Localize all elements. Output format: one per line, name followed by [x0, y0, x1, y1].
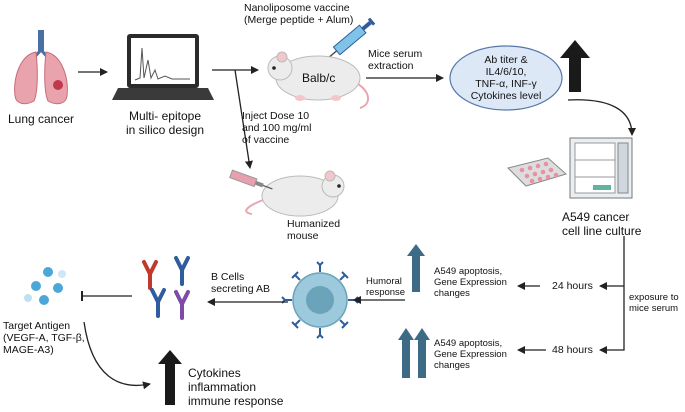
humoral-response-label: Humoral response: [366, 276, 406, 298]
exposure-label: exposure to mice serum: [629, 292, 679, 314]
connectors: [78, 66, 636, 390]
apoptosis-48h-label: A549 apoptosis, Gene Expression changes: [434, 338, 507, 371]
increase-arrow-icon: [560, 40, 590, 92]
antigen-icon: [24, 267, 66, 305]
antibodies-icon: [142, 256, 190, 320]
lungs-icon: [14, 30, 68, 105]
target-antigen-label: Target Antigen (VEGF-A, TGF-β, MAGE-A3): [3, 320, 85, 356]
laptop-icon: [112, 34, 214, 100]
b-cells-label: B Cells secreting AB: [211, 271, 270, 295]
cytokines-up-arrow-icon: [158, 350, 182, 405]
apoptosis-24h-label: A549 apoptosis, Gene Expression changes: [434, 266, 507, 299]
inject-dose-label: Inject Dose 10 and 100 mg/ml of vaccine: [242, 110, 312, 146]
mouse-icon: [267, 51, 369, 109]
design-label: Multi- epitope in silico design: [125, 109, 205, 137]
24-hours-label: 24 hours: [552, 280, 593, 292]
humanized-mouse-icon: [229, 169, 345, 217]
48-hours-label: 48 hours: [552, 344, 593, 356]
cytokine-level-ellipse: [449, 45, 563, 111]
lung-cancer-label: Lung cancer: [7, 112, 75, 126]
cytokines-label: Cytokines inflammation immune response: [188, 366, 284, 408]
well-plate-icon: [507, 157, 568, 187]
ab-titer-label: Ab titer & IL4/6/10, TNF-α, INF-γ Cytoki…: [470, 54, 542, 102]
serum-extraction-label: Mice serum extraction: [368, 48, 423, 72]
humanized-mouse-label: Humanized mouse: [287, 218, 341, 242]
apoptosis-48h-arrow-right-icon: [414, 328, 430, 378]
apoptosis-24h-arrow-icon: [407, 244, 425, 292]
apoptosis-48h-arrow-left-icon: [398, 328, 414, 378]
a549-culture-label: A549 cancer cell line culture: [562, 210, 642, 238]
b-cell-icon: [281, 261, 359, 339]
vaccine-label: Nanoliposome vaccine (Merge peptide + Al…: [244, 2, 354, 26]
balbc-label: Balb/c: [302, 71, 336, 85]
incubator-icon: [569, 137, 633, 199]
